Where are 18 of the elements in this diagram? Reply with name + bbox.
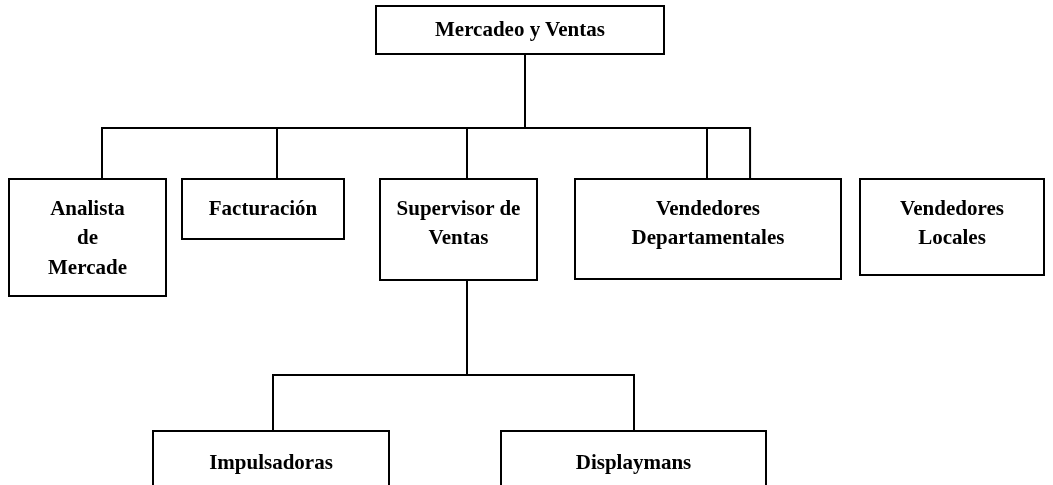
org-box bbox=[152, 430, 390, 485]
box-label: Mercadeo y Ventas bbox=[435, 16, 605, 44]
org-box bbox=[859, 178, 1045, 276]
box-label: Vendedores Departamentales bbox=[630, 195, 786, 252]
org-box bbox=[181, 178, 345, 240]
box-label: Analista de Mercade bbox=[47, 195, 128, 281]
box-label: Facturación bbox=[208, 195, 318, 223]
org-box bbox=[8, 178, 167, 297]
org-box bbox=[574, 178, 842, 280]
box-label: Impulsadoras bbox=[209, 448, 333, 476]
connector-line bbox=[466, 280, 635, 431]
box-label: Displaymans bbox=[575, 448, 692, 476]
org-box bbox=[379, 178, 538, 281]
org-box bbox=[375, 5, 665, 55]
box-label: Vendedores Locales bbox=[899, 195, 1005, 252]
box-label: Supervisor de Ventas bbox=[395, 195, 522, 252]
connector-line bbox=[524, 54, 752, 179]
org-box bbox=[500, 430, 767, 485]
